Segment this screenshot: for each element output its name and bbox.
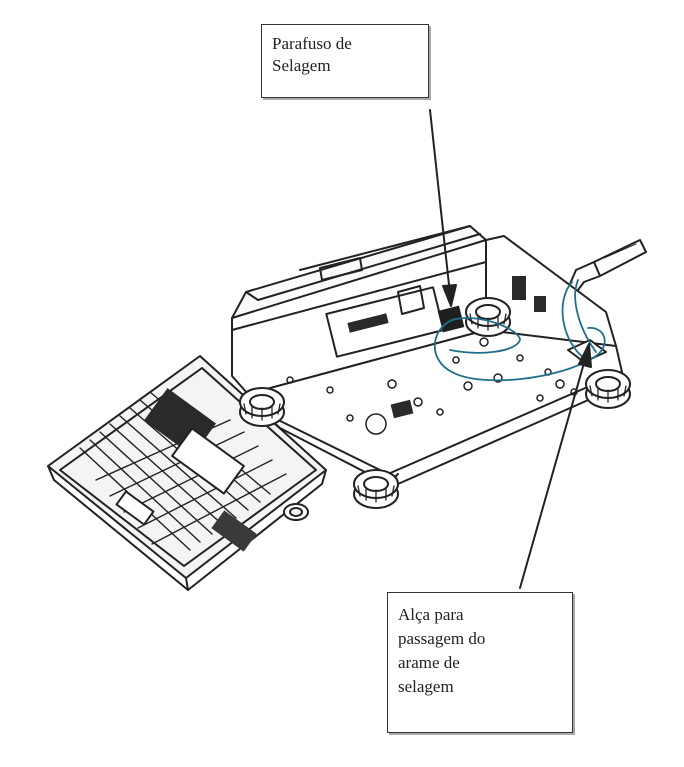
power-cable [569, 239, 647, 291]
wire-loop-label: Alça para passagem do arame de selagem [387, 592, 573, 733]
pointer-arrows [429, 109, 592, 589]
sealing-wire [433, 279, 606, 382]
sealing-screw-label: Parafuso de Selagem [261, 24, 429, 98]
balance-body [231, 225, 623, 485]
